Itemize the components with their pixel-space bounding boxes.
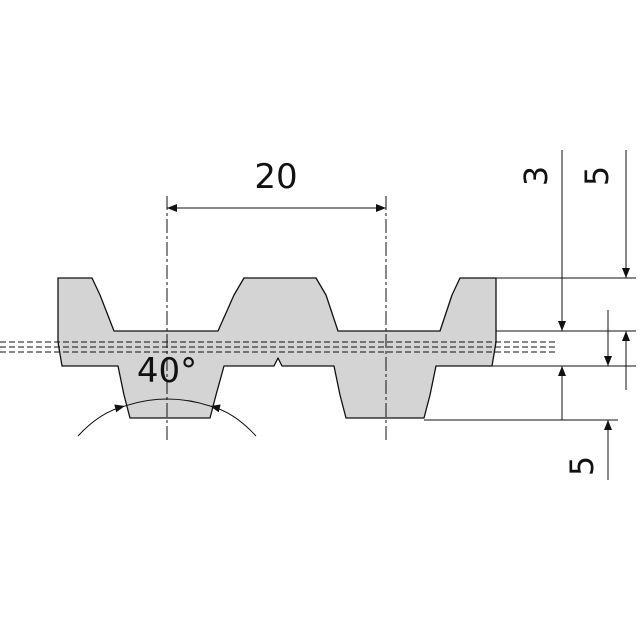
height-dimension-5-top-label: 5 <box>578 166 616 186</box>
height-dimension-3-label: 3 <box>517 166 555 186</box>
pitch-dimension-label: 20 <box>254 157 297 197</box>
belt-profile <box>57 277 497 419</box>
height-dimension-5-bottom-label: 5 <box>563 456 601 476</box>
pitch-line <box>0 341 555 353</box>
tooth-angle-arc <box>77 398 257 437</box>
tooth-angle-label: 40° <box>137 351 197 391</box>
center-lines <box>166 196 387 442</box>
extension-lines <box>424 277 636 421</box>
